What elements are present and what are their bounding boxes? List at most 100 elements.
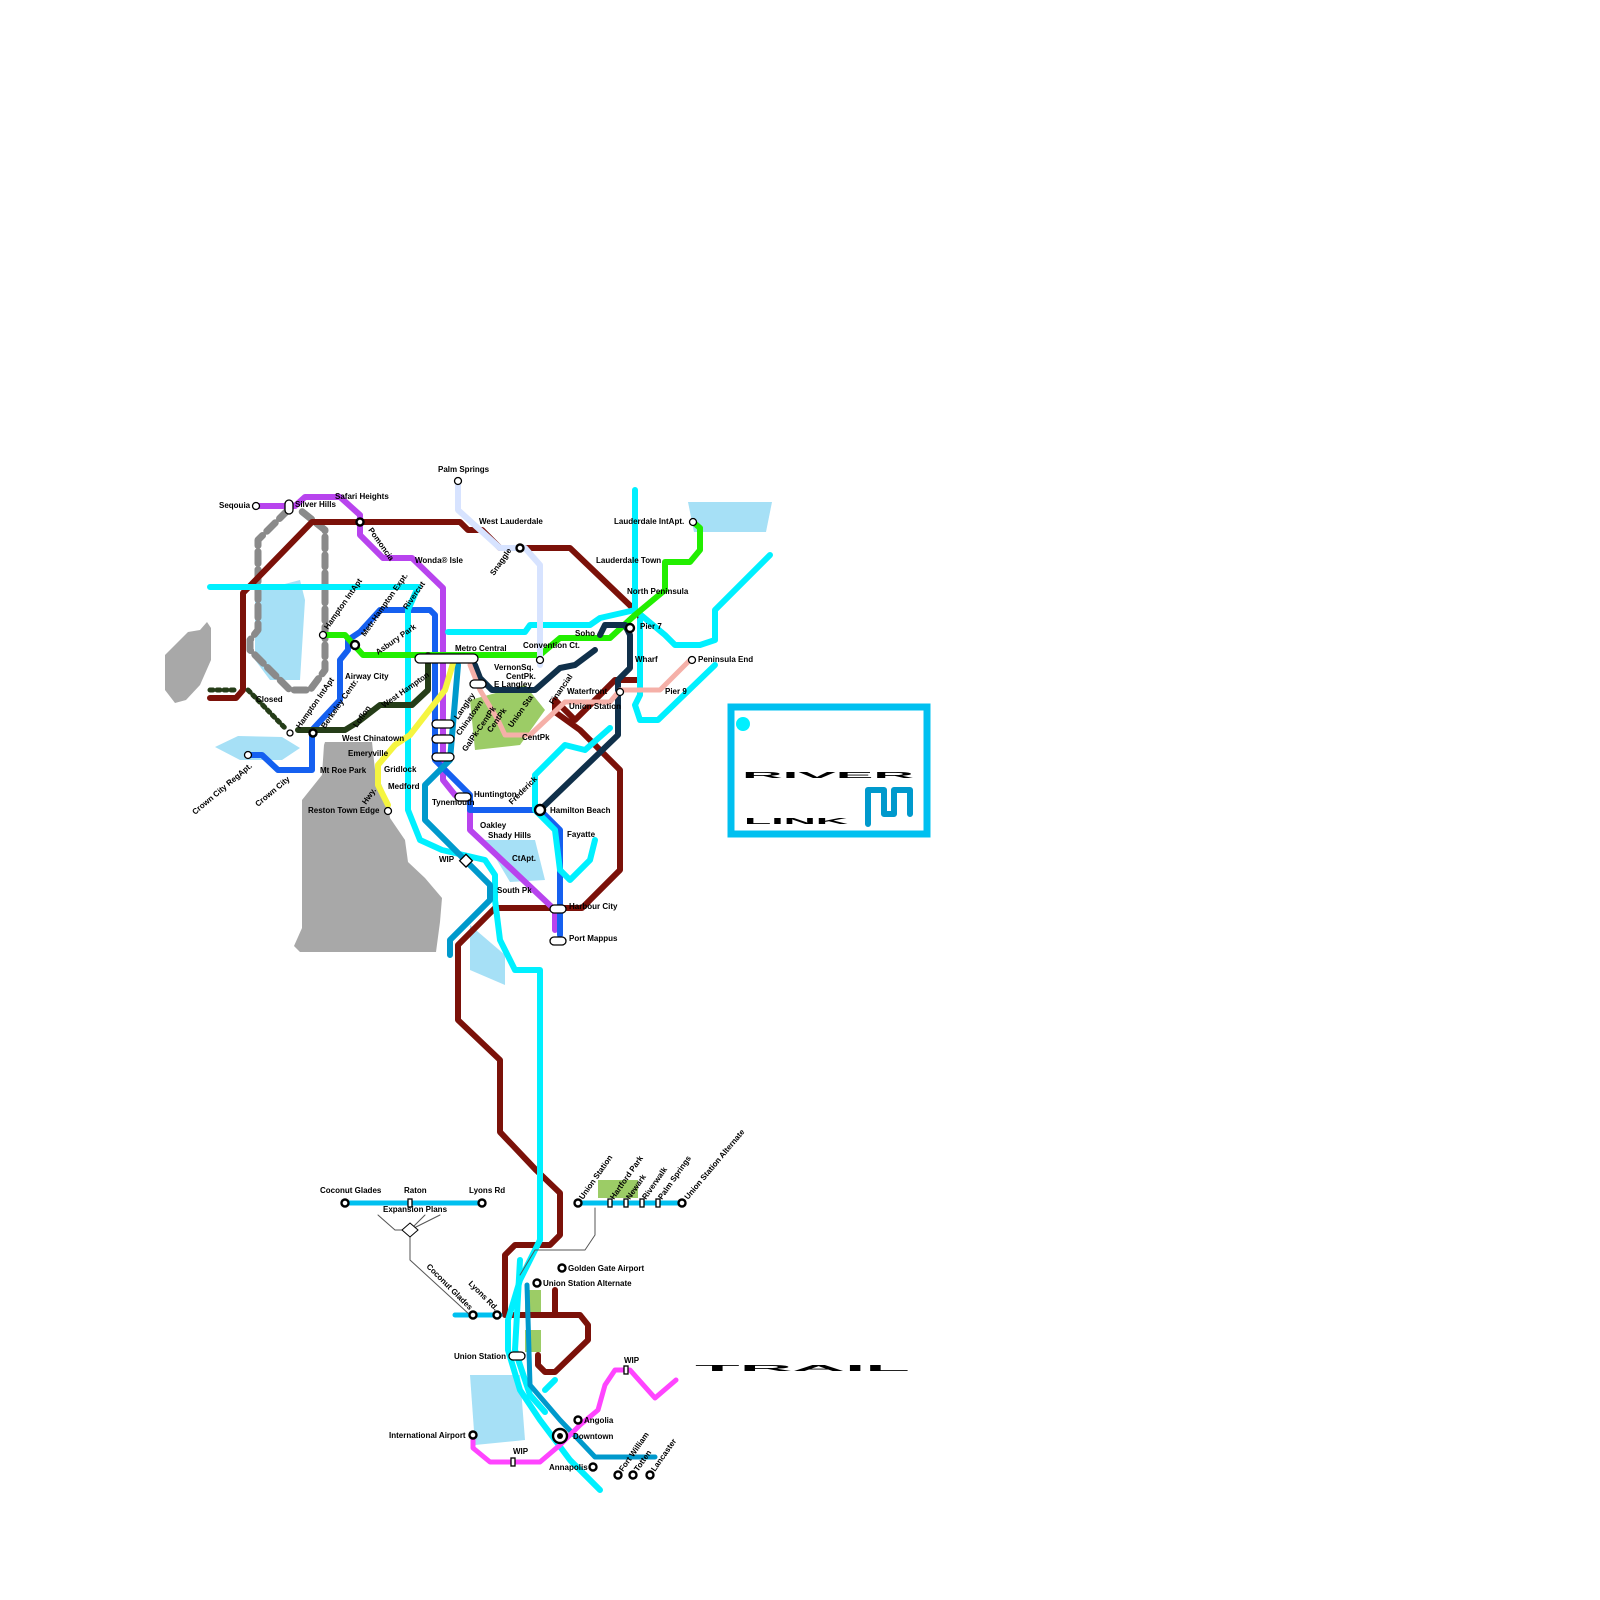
- label-sequoia: Seqouia: [219, 501, 251, 510]
- station-union-station[interactable]: [508, 1351, 526, 1361]
- label-ctapt: CtApt.: [512, 854, 536, 863]
- label-lyons-rd: Lyons Rd: [469, 1186, 505, 1195]
- station-fort-william[interactable]: [613, 1470, 623, 1480]
- river-link-logo: RIVER LINK: [727, 703, 931, 838]
- station-langley[interactable]: [431, 719, 455, 729]
- line-teal-lower: [524, 1282, 658, 1460]
- station-lyons-rd[interactable]: [477, 1198, 487, 1208]
- label-port-mappus: Port Mappus: [569, 934, 618, 943]
- station-angolia[interactable]: [573, 1415, 583, 1425]
- station-lauderdale-intapt[interactable]: [688, 517, 698, 527]
- label-asbury-park: Asbury Park: [374, 622, 418, 657]
- station-union-station-alt-v[interactable]: [677, 1198, 687, 1208]
- station-hartford-park[interactable]: [607, 1198, 613, 1208]
- park-hartford: [598, 1180, 638, 1198]
- label-pier-9: Pier 9: [665, 687, 687, 696]
- station-coconut-glades-v[interactable]: [468, 1310, 478, 1320]
- station-totten[interactable]: [628, 1470, 638, 1480]
- station-pomoncia[interactable]: [355, 517, 365, 527]
- label-crown-city-regapt: Crown City RegApt.: [191, 761, 254, 816]
- river-link-logo-river: RIVER: [742, 771, 916, 780]
- station-harbour-city[interactable]: [549, 904, 567, 914]
- inset-expansion-marker: [401, 1222, 419, 1238]
- station-peninsula-end[interactable]: [687, 655, 697, 665]
- station-golden-gate-airport[interactable]: [557, 1263, 567, 1273]
- label-angolia: Angolia: [584, 1416, 614, 1425]
- label-union-station-n: Union Station: [569, 702, 621, 711]
- station-crown-city-regapt[interactable]: [243, 750, 253, 760]
- line-magenta: [470, 1367, 679, 1465]
- bay-west: [215, 736, 300, 760]
- label-peninsula-end: Peninsula End: [698, 655, 753, 664]
- land-mass-west: [165, 622, 211, 703]
- station-metro-central[interactable]: [414, 653, 479, 664]
- label-mt-roe-park: Mt Roe Park: [320, 766, 367, 775]
- label-safari-heights: Safari Heights: [335, 492, 389, 501]
- label-tynemouth: Tynemouth: [432, 798, 475, 807]
- station-wip-bottom[interactable]: [510, 1457, 516, 1467]
- station-downtown-inner: [557, 1433, 563, 1439]
- bay-south-1: [470, 925, 505, 985]
- label-gridlock: Gridlock: [384, 765, 417, 774]
- river-link-logo-dot: [736, 717, 750, 731]
- station-union-station-alternate[interactable]: [532, 1278, 542, 1288]
- label-metro-central: Metro Central: [455, 644, 507, 653]
- label-hamilton-beach: Hamilton Beach: [550, 806, 611, 815]
- station-hamilton-beach[interactable]: [533, 803, 547, 817]
- label-downtown: Downtown: [573, 1432, 614, 1441]
- line-cyan-lower: [512, 1257, 558, 1415]
- label-raton: Raton: [404, 1186, 427, 1195]
- line-lavender: [455, 482, 543, 668]
- label-emeryville: Emeryville: [348, 749, 389, 758]
- station-wip-1[interactable]: [458, 853, 474, 868]
- label-union-station-alternate: Union Station Alternate: [543, 1279, 632, 1288]
- station-silver-hills[interactable]: [284, 499, 294, 515]
- station-palm-springs-v[interactable]: [655, 1198, 661, 1208]
- station-sequoia[interactable]: [251, 501, 261, 511]
- stations: [243, 476, 698, 946]
- label-centpk-s: CentPk: [522, 733, 550, 742]
- station-pier-7[interactable]: [624, 622, 636, 634]
- station-annapolis[interactable]: [588, 1462, 598, 1472]
- label-wip-top: WIP: [624, 1356, 640, 1365]
- station-chinatown[interactable]: [431, 734, 455, 744]
- line-cyan-pier: [632, 617, 718, 723]
- station-west-lauderdale[interactable]: [515, 543, 525, 553]
- label-lauderdale-town: Lauderdale Town: [596, 556, 661, 565]
- station-hampton-intapt-s[interactable]: [286, 729, 294, 737]
- station-wip-top[interactable]: [623, 1365, 629, 1375]
- station-convention-ct[interactable]: [535, 655, 545, 665]
- station-international-airport[interactable]: [468, 1430, 478, 1440]
- label-vernonsq: VernonSq.: [494, 663, 534, 672]
- label-fayatte: Fayatte: [567, 830, 596, 839]
- label-union-station: Union Station: [454, 1352, 506, 1361]
- station-reston-town-edge[interactable]: [383, 806, 393, 816]
- label-soho: Soho: [575, 629, 595, 638]
- station-lancaster[interactable]: [645, 1470, 655, 1480]
- line-pink: [467, 657, 693, 738]
- line-purple: [253, 494, 558, 933]
- station-asbury-park[interactable]: [349, 639, 361, 651]
- station-riverwalk[interactable]: [639, 1198, 645, 1208]
- label-oakley: Oakley: [480, 821, 507, 830]
- label-convention-ct: Convention Ct.: [523, 641, 580, 650]
- station-palm-springs[interactable]: [453, 476, 463, 486]
- station-huntington[interactable]: [454, 792, 472, 802]
- station-union-station-v[interactable]: [573, 1198, 583, 1208]
- station-e-langley[interactable]: [469, 679, 487, 689]
- label-west-lauderdale: West Lauderdale: [479, 517, 543, 526]
- station-port-mappus[interactable]: [549, 936, 567, 946]
- label-crown-city: Crown City: [254, 774, 293, 808]
- station-lyons-rd-v[interactable]: [492, 1310, 502, 1320]
- station-newark[interactable]: [623, 1198, 629, 1208]
- inset-stations: [340, 1198, 687, 1480]
- label-medford: Medford: [388, 782, 420, 791]
- label-coconut-glades: Coconut Glades: [320, 1186, 382, 1195]
- station-galpk-centpk[interactable]: [431, 752, 455, 762]
- station-waterfront[interactable]: [615, 687, 625, 697]
- station-hampton-intapt-n[interactable]: [318, 630, 328, 640]
- label-wip-1: WIP: [439, 855, 455, 864]
- station-coconut-glades[interactable]: [340, 1198, 350, 1208]
- station-raton[interactable]: [407, 1198, 413, 1208]
- station-berkeley-centr[interactable]: [308, 728, 318, 738]
